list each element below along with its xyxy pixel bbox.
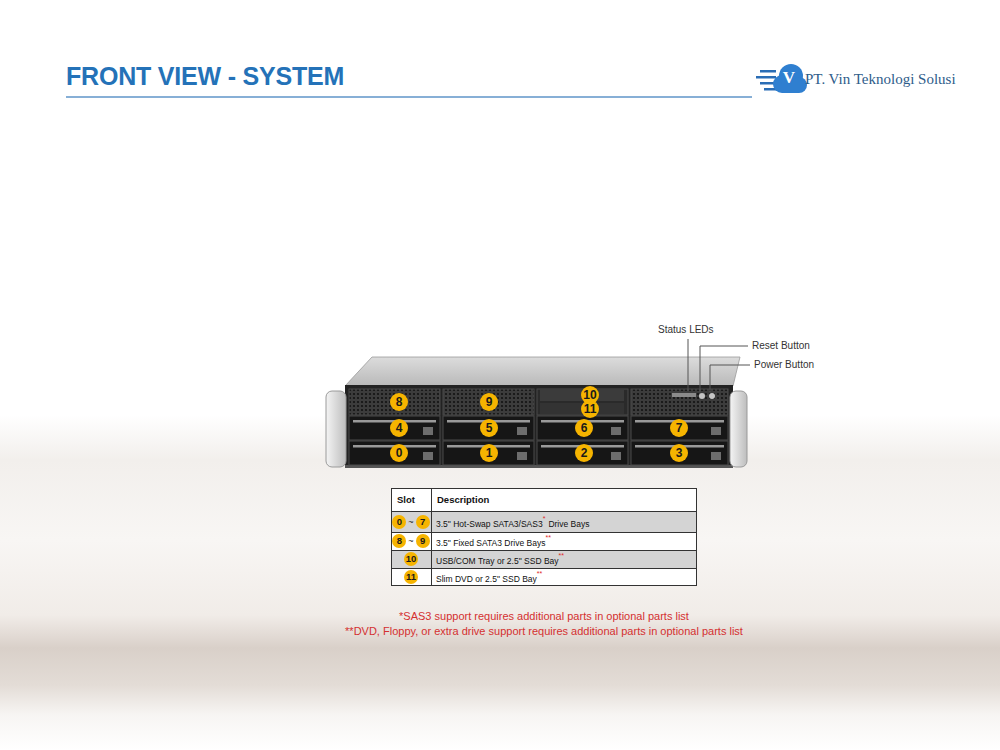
callout-number: 0 [392,515,406,529]
callout-number: 7 [670,419,688,437]
callout-number: 9 [480,393,498,411]
callout-number: 10 [404,552,418,566]
table-cell: 3.5" Hot-Swap SATA3/SAS3*Drive Bays [436,511,694,532]
callout-number: 2 [575,444,593,462]
table-text: 3.5" Hot-Swap SATA3/SAS3 [436,519,543,529]
callout-number: 7 [416,515,430,529]
footnote: *SAS3 support requires additional parts … [244,610,844,623]
table-text: USB/COM Tray or 2.5" SSD Bay [436,556,559,566]
part-label: Status LEDs [658,324,714,336]
title-rule [66,96,752,98]
company-name: PT. Vin Teknologi Solusi [805,71,956,88]
callout-number: 0 [390,444,408,462]
table-cell: 10 [391,550,431,568]
range-sign: ~ [408,536,413,546]
leader-lines [688,339,750,392]
table-header: Description [437,494,489,506]
table-cell: 8~9 [391,532,431,550]
callout-number: 4 [390,419,408,437]
footnote-mark: ** [545,534,550,541]
table-cell: USB/COM Tray or 2.5" SSD Bay** [436,550,694,568]
callout-number: 8 [390,393,408,411]
footnote-mark: * [543,515,546,522]
table-cell: 3.5" Fixed SATA3 Drive Bays** [436,532,694,550]
table-text: 3.5" Fixed SATA3 Drive Bays [436,538,545,548]
callout-number: 11 [404,570,418,584]
callout-number: 9 [416,534,430,548]
part-label: Reset Button [752,340,810,352]
slot-table [391,488,697,586]
footnote-mark: ** [559,552,564,559]
table-header: Slot [397,494,415,506]
table-text: Slim DVD or 2.5" SSD Bay [436,574,537,584]
table-cell: 0~7 [391,511,431,532]
range-sign: ~ [408,517,413,527]
callout-number: 8 [392,534,406,548]
footnote: **DVD, Floppy, or extra drive support re… [244,625,844,638]
callout-number: 3 [670,444,688,462]
callout-number: 1 [480,444,498,462]
logo-icon [756,64,807,93]
table-cell: 11 [391,568,431,586]
logo-letter: V [779,68,799,88]
callout-number: 6 [575,419,593,437]
part-label: Power Button [754,359,814,371]
callout-number: 11 [581,400,599,418]
callout-number: 5 [480,419,498,437]
footnote-mark: ** [537,570,542,577]
page-title: FRONT VIEW - SYSTEM [66,62,344,91]
server-chassis [326,357,747,468]
table-text: Drive Bays [548,519,589,529]
table-cell: Slim DVD or 2.5" SSD Bay** [436,568,694,586]
